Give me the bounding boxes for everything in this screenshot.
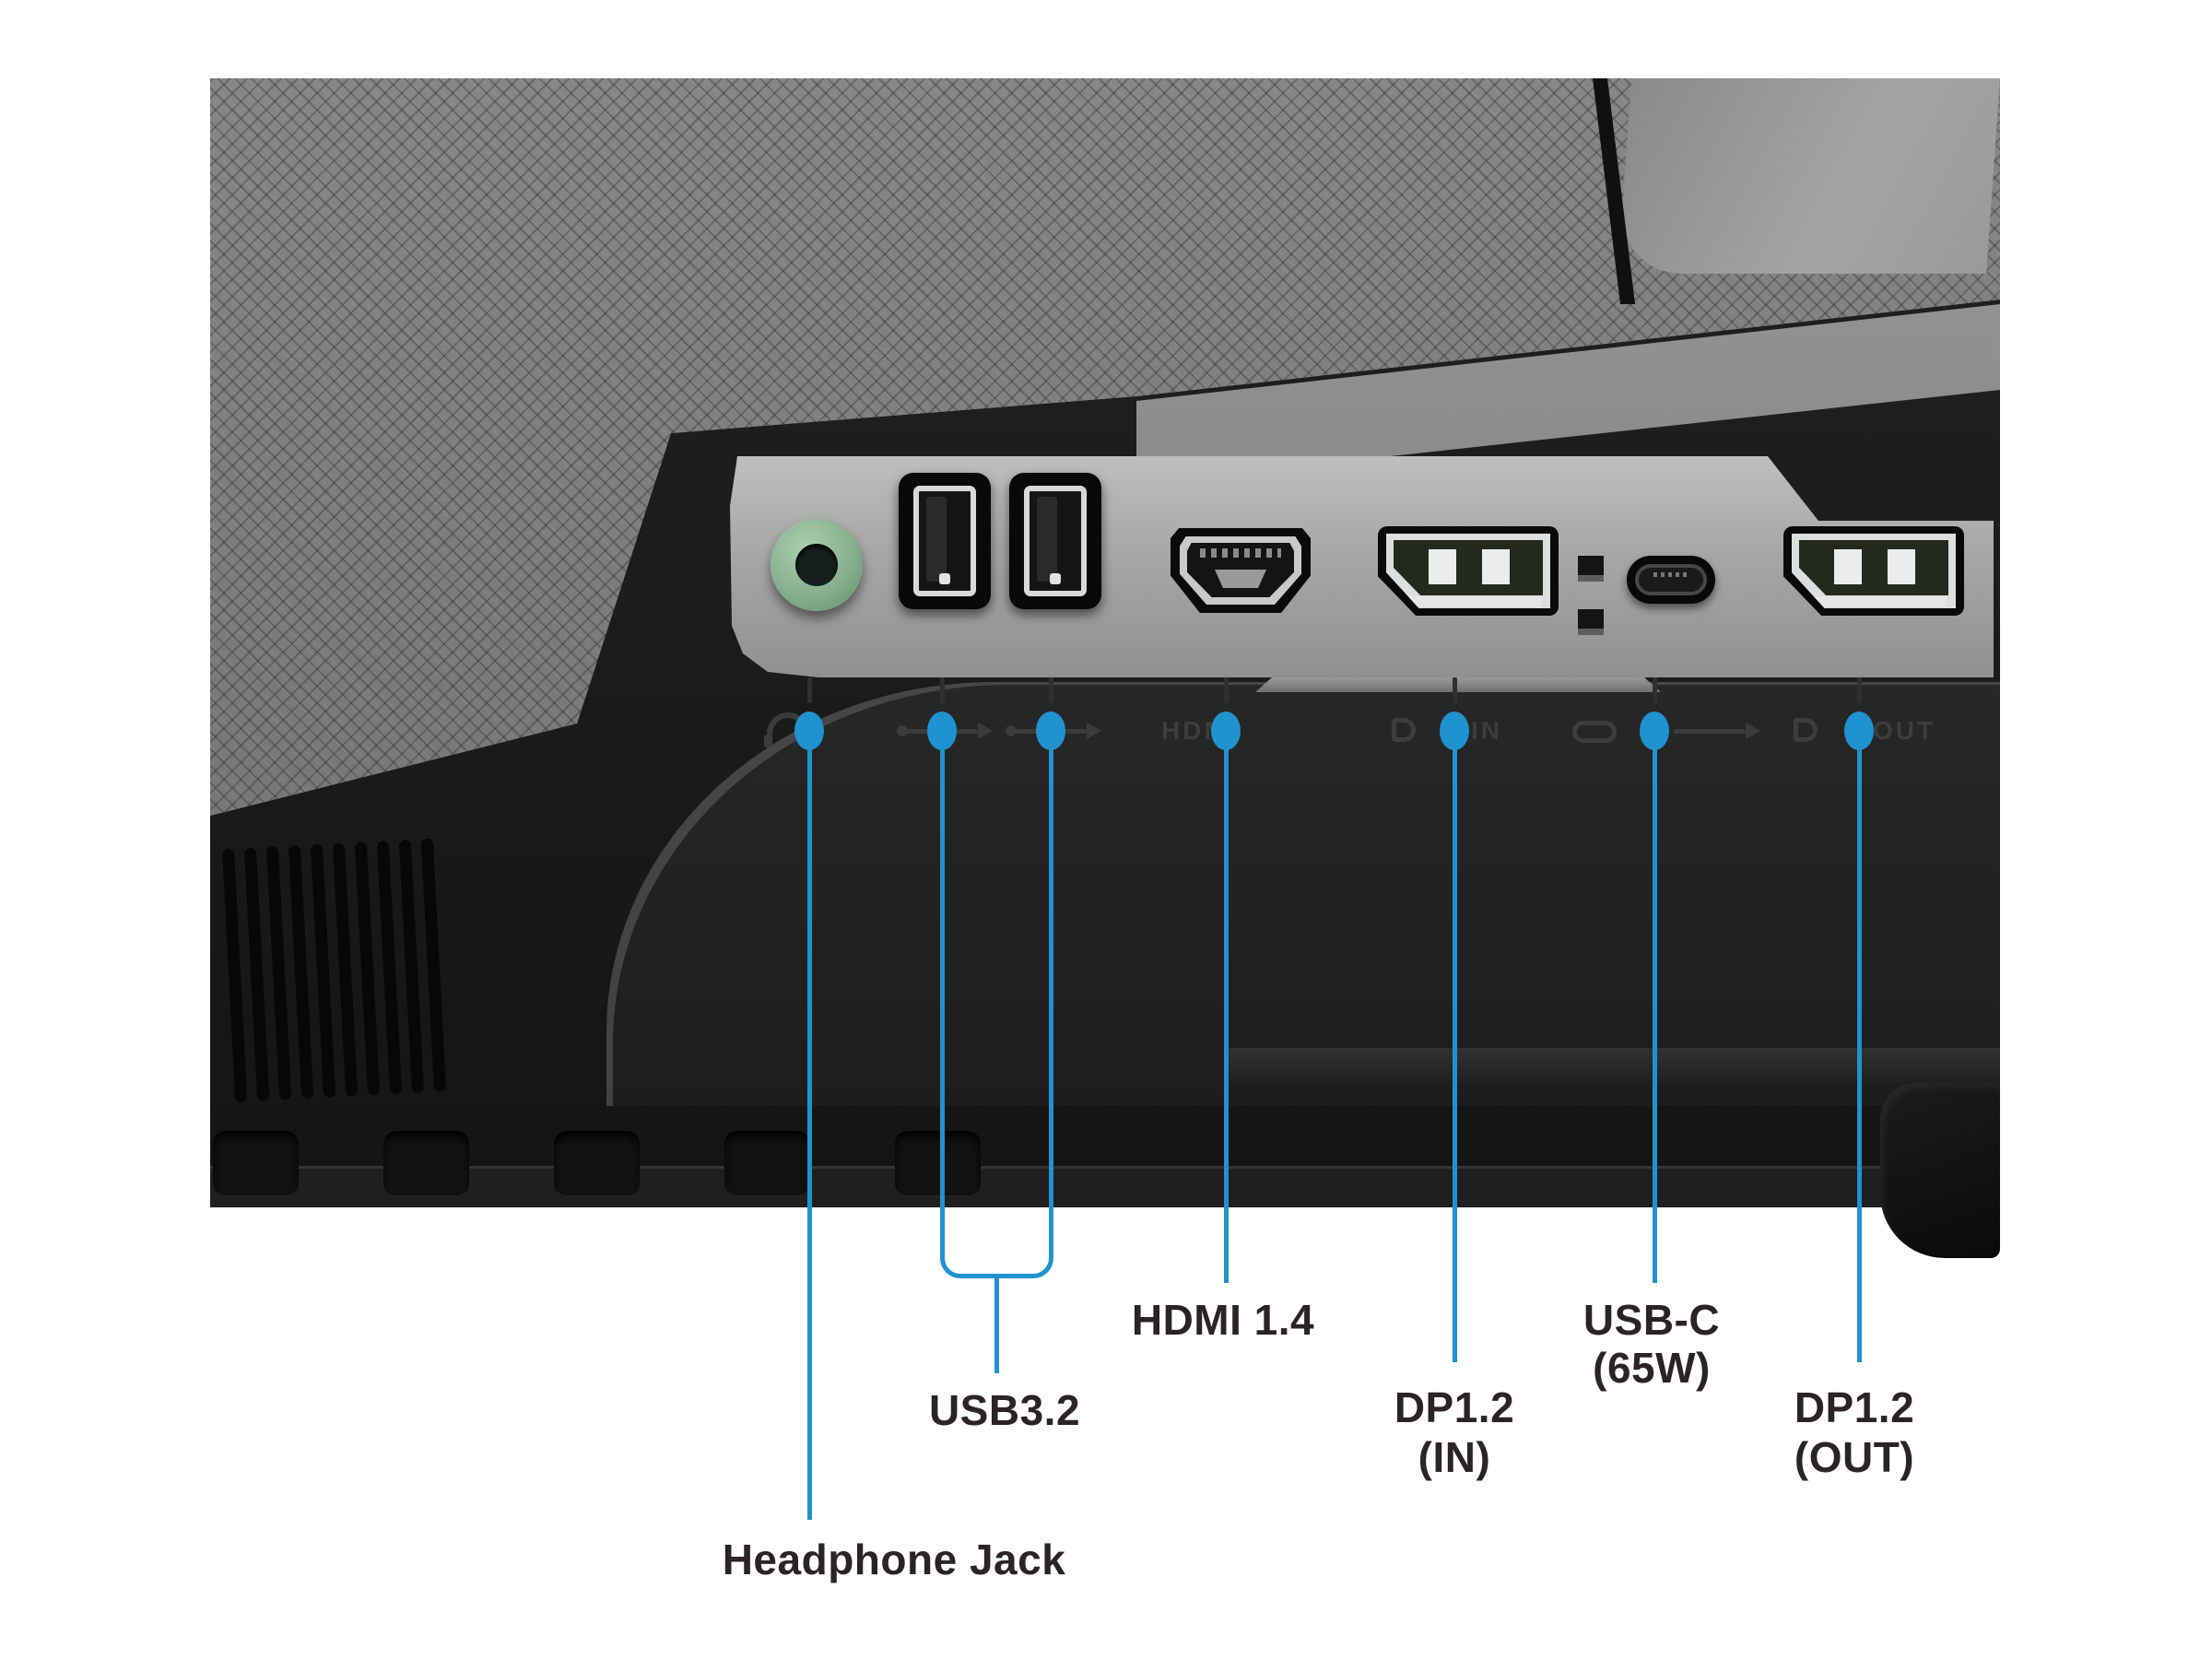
usb-a-slot (1037, 497, 1057, 582)
dp-lip (1805, 596, 1947, 606)
usb-c-print-trident (1674, 729, 1746, 734)
vent-slat (265, 846, 292, 1100)
io-panel-foot (1255, 677, 1661, 692)
tick-hdmi (1224, 677, 1229, 703)
tick-dp-out (1857, 677, 1862, 703)
dp-in-port (1378, 526, 1559, 616)
usb-c-print-icon (1572, 721, 1617, 743)
vent-slat (420, 838, 447, 1092)
usb-a-metal-frame (1024, 486, 1087, 596)
usb-c-pins (1653, 572, 1688, 577)
dp-out-print-logo (1794, 718, 1818, 742)
dp-metal (1792, 534, 1956, 608)
hdmi-port (1171, 528, 1311, 613)
dp-pins (1429, 549, 1456, 584)
osd-button (554, 1131, 640, 1197)
tick-headphone (807, 677, 812, 703)
usb-print-icon-2 (1006, 725, 1017, 736)
label-usb-c: USB-C (1583, 1296, 1721, 1344)
label-hdmi-1-4: HDMI 1.4 (1131, 1296, 1315, 1344)
port-recess-scoop (606, 682, 2000, 1106)
tick-usb-1 (940, 677, 945, 703)
usb-a-port-2 (1009, 473, 1101, 609)
tick-dp-in (1453, 677, 1457, 703)
osd-button (724, 1131, 810, 1197)
vent-slat (354, 841, 381, 1096)
monitor-bottom-photo: HDMI IN OUT (210, 78, 2000, 1258)
dp-out-port (1783, 526, 1964, 616)
callout-line-usb-2 (1049, 731, 1053, 1235)
hdmi-tongue (1215, 570, 1266, 588)
osd-joystick (1880, 1083, 2000, 1258)
tick-usb-c (1653, 677, 1657, 703)
dp-in-print-logo (1392, 718, 1416, 742)
dp-pins (1834, 549, 1862, 584)
label-dp-out: DP1.2 (1794, 1383, 1915, 1431)
vent-slat (376, 840, 403, 1095)
vent-slat (398, 839, 425, 1094)
label-dp-in-sub: (IN) (1418, 1433, 1491, 1481)
hdmi-pins (1200, 548, 1281, 558)
label-usb-c-sub: (65W) (1593, 1344, 1711, 1392)
label-headphone-jack: Headphone Jack (722, 1535, 1066, 1583)
usb-print-icon-2 (1087, 723, 1101, 739)
callout-bracket-usb (940, 1235, 1053, 1278)
dp-metal (1386, 534, 1550, 608)
usb-a-lip (1050, 573, 1061, 584)
callout-line-dp-in (1453, 731, 1457, 1362)
dp-pins (1482, 549, 1510, 584)
usb-a-lip (939, 573, 950, 584)
usb-c-print-trident (1746, 723, 1760, 739)
ventilation-grill (221, 838, 456, 1103)
dp-cavity (1394, 540, 1543, 595)
vent-slat (310, 843, 336, 1099)
dp-cavity (1799, 540, 1948, 595)
osd-button (895, 1131, 981, 1197)
callout-line-headphone (807, 731, 812, 1520)
callout-line-hdmi (1224, 731, 1229, 1283)
osd-button (213, 1131, 299, 1197)
headphone-print-pad (764, 735, 772, 747)
usb-a-metal-frame (913, 486, 976, 596)
tick-usb-2 (1049, 677, 1053, 703)
callout-line-usb-c (1653, 731, 1657, 1283)
latch-cutout-lower (1578, 609, 1604, 635)
headphone-jack-hole (795, 544, 838, 586)
hdmi-cavity (1187, 543, 1294, 597)
latch-cutout-upper (1578, 556, 1604, 582)
dp-lip (1399, 596, 1541, 606)
stand-mount-inset (1618, 78, 2000, 274)
vent-slat (243, 847, 270, 1101)
usb-a-slot (926, 497, 947, 582)
osd-button (383, 1131, 469, 1197)
usb-print-icon-1 (897, 725, 908, 736)
callout-stem-usb (994, 1277, 999, 1373)
usb-print-icon-1 (978, 723, 993, 739)
usb-c-inner (1635, 564, 1707, 595)
dp-out-print-text: OUT (1873, 716, 1936, 745)
vent-slat (288, 845, 314, 1100)
dp-in-print-text: IN (1471, 716, 1502, 745)
vent-slat (332, 842, 359, 1097)
label-usb3-2: USB3.2 (928, 1386, 1081, 1434)
hdmi-metal (1180, 536, 1301, 605)
callout-line-dp-out (1857, 731, 1862, 1362)
label-dp-out-sub: (OUT) (1794, 1433, 1915, 1481)
dp-pins (1888, 549, 1915, 584)
chin-step-band (1224, 1048, 2000, 1083)
usb-a-port-1 (899, 473, 991, 609)
chin-bottom-bevel (210, 1166, 2000, 1207)
usb-c-port (1627, 556, 1715, 604)
label-dp-in: DP1.2 (1394, 1383, 1515, 1431)
callout-line-usb-1 (940, 731, 945, 1235)
headphone-jack-port (771, 519, 863, 611)
